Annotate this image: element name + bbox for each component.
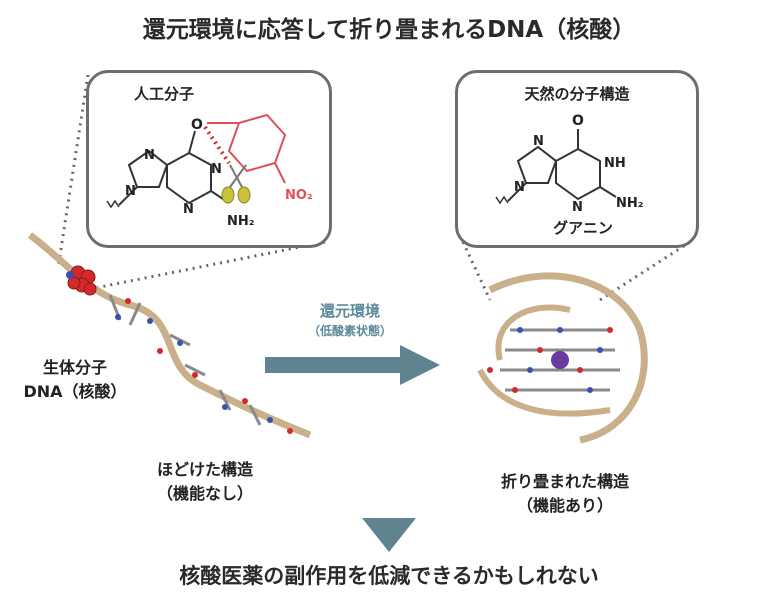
arrow-label: 還元環境: [319, 302, 380, 320]
page-title: 還元環境に応答して折り畳まれるDNA（核酸）: [142, 17, 636, 43]
atom-n2: N: [125, 184, 136, 199]
nitro-group: NO₂: [285, 188, 313, 203]
right-arrow-icon: [265, 345, 440, 385]
modified-base-spheres: [67, 265, 97, 296]
down-arrow-icon: [362, 518, 416, 552]
biomolecule-label: 生体分子 DNA（核酸）: [23, 358, 127, 401]
guanine-n1: N: [533, 134, 544, 149]
conclusion-text: 核酸医薬の副作用を低減できるかもしれない: [179, 564, 599, 588]
atom-n4: N: [183, 202, 194, 217]
atom-n3: N: [211, 162, 222, 177]
scissors-icon: [221, 164, 251, 204]
unfolded-structure-label: ほどけた構造 （機能なし）: [156, 460, 253, 503]
folded-structure-label: 折り畳まれた構造 （機能あり）: [500, 472, 629, 515]
folded-dna-model: [477, 272, 648, 444]
atom-o: O: [191, 117, 203, 133]
guanine-name: グアニン: [553, 219, 613, 237]
arrow-sublabel: （低酸素状態）: [307, 324, 392, 338]
guanine-n2: N: [514, 180, 525, 195]
guanine-nh2: NH₂: [616, 196, 643, 211]
artificial-molecule-structure: O N N N N NH₂ NO₂: [106, 113, 313, 229]
atom-nh2: NH₂: [227, 214, 254, 229]
artificial-molecule-box: 人工分子 O N N N N NH₂ NO₂: [86, 70, 332, 248]
metal-ion: [551, 351, 569, 369]
atom-n1: N: [144, 148, 155, 163]
guanine-structure: O N N N NH NH₂: [495, 113, 643, 215]
unfolded-dna-model: [27, 232, 312, 439]
natural-structure-box: 天然の分子構造 O N N N NH NH₂ グアニン: [455, 70, 699, 248]
guanine-n3: N: [572, 200, 583, 215]
guanine-nh: NH: [604, 156, 626, 171]
artificial-molecule-label: 人工分子: [133, 85, 194, 103]
guanine-o: O: [572, 113, 584, 129]
natural-structure-label: 天然の分子構造: [524, 85, 630, 103]
